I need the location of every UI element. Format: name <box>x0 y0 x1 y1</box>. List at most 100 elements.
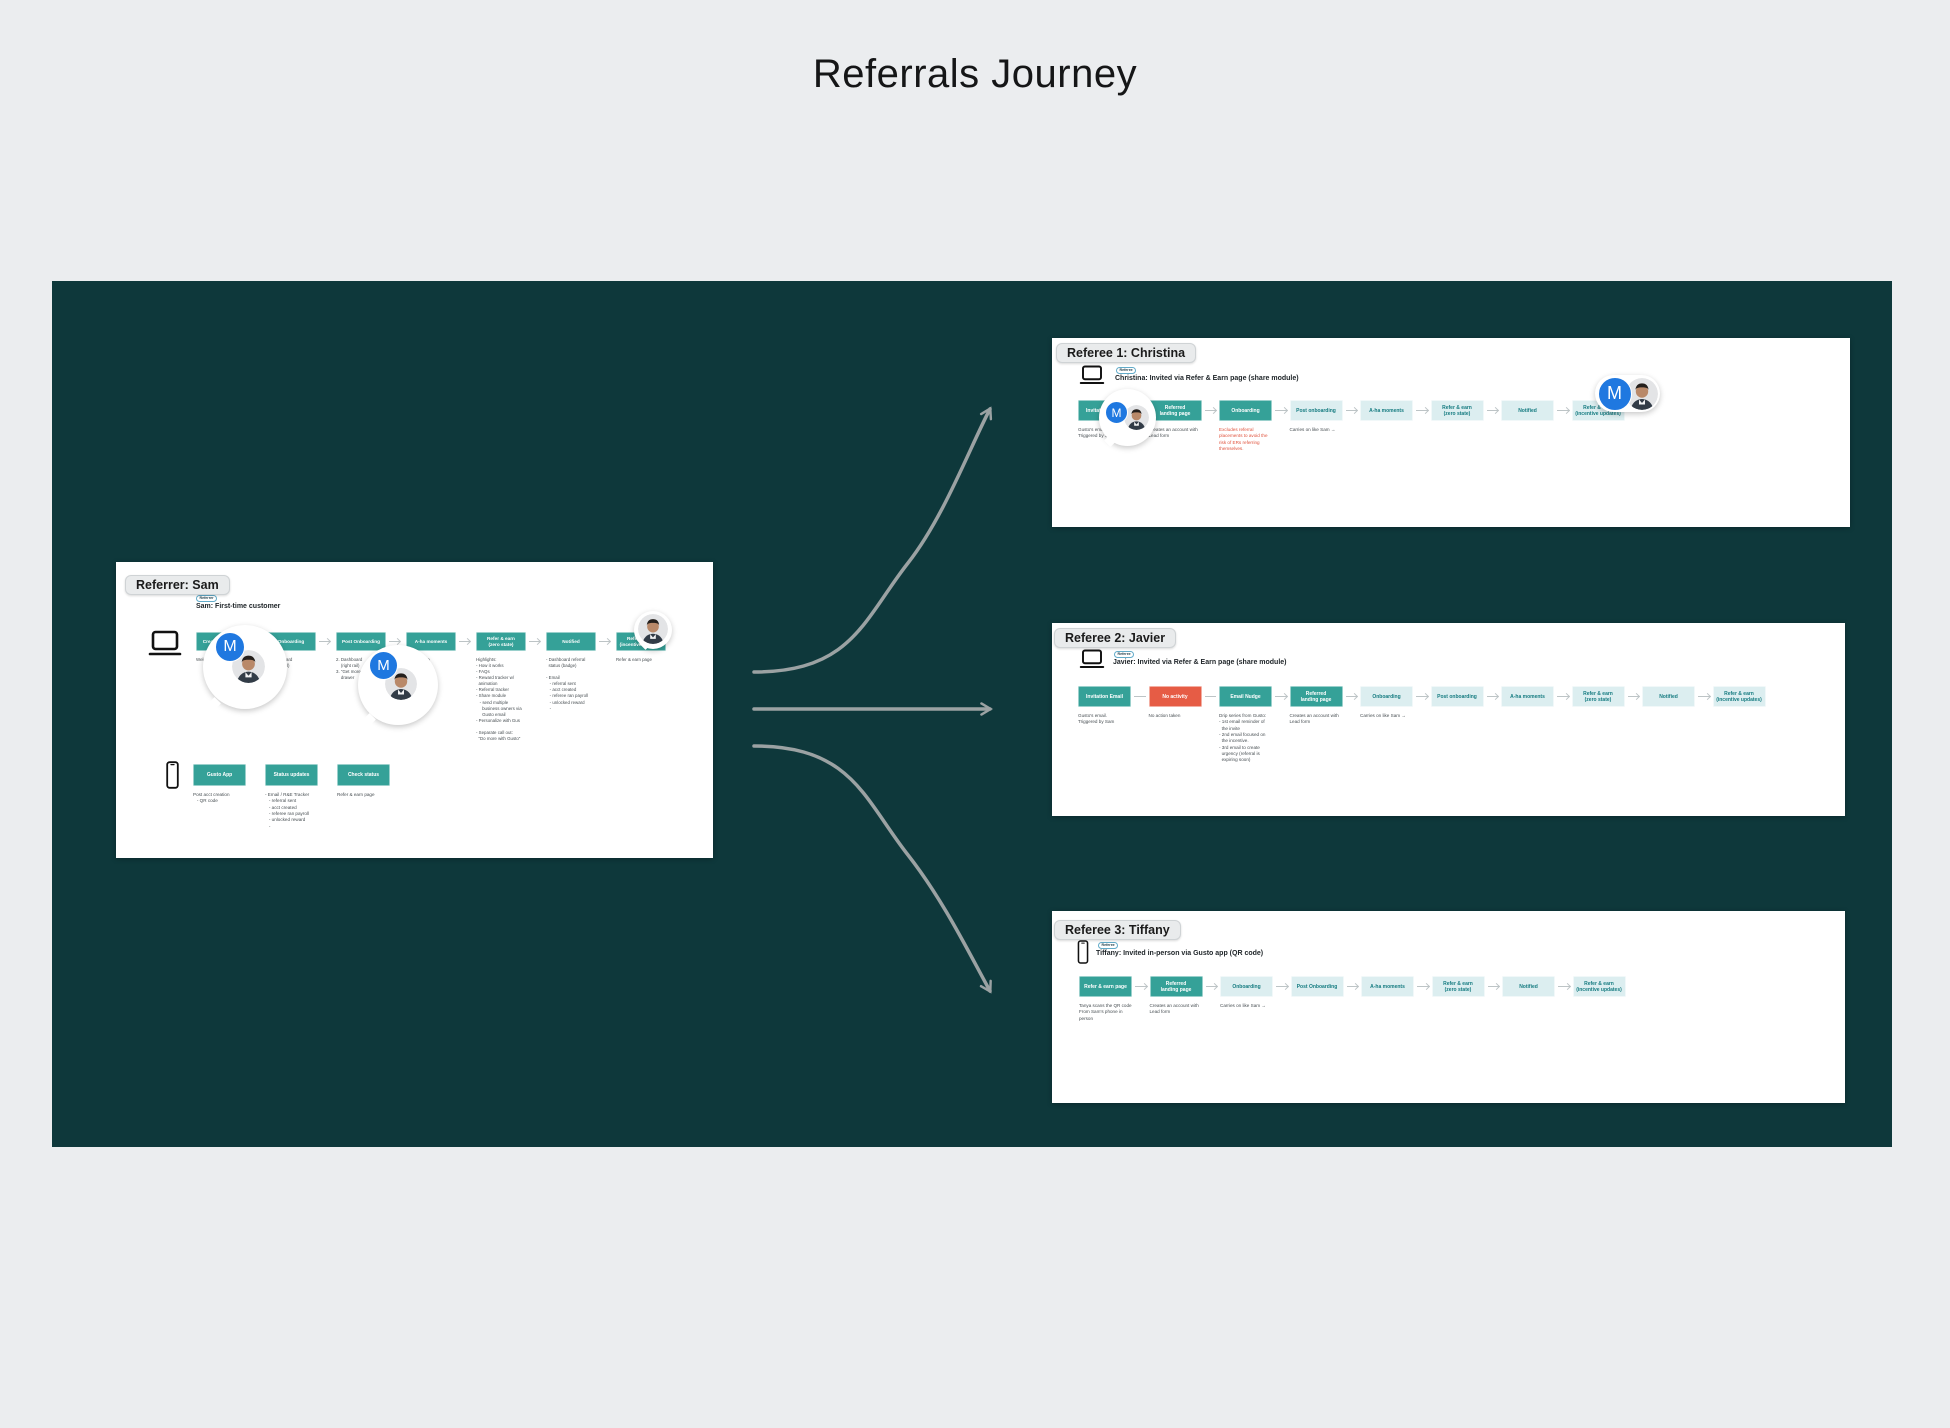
referee-3-tiffany-card[interactable]: Referee 3: Tiffany Referee Tiffany: Invi… <box>1052 911 1845 1103</box>
flow-step-box[interactable]: Refer & earn (zero state) <box>476 632 526 651</box>
flow-step-box[interactable]: Onboarding <box>1360 686 1413 707</box>
step-note: Creates an account with Lead form <box>1289 713 1339 725</box>
flow-step: Refer & earn (zero state) Highlights: - … <box>476 632 546 741</box>
flow-step: Post Onboarding 2. Dashboard (right rail… <box>336 632 406 680</box>
section-label-referee-3[interactable]: Referee 3: Tiffany <box>1054 920 1181 940</box>
step-arrow-icon <box>1416 696 1428 697</box>
flow-step-box[interactable]: Refer & earn page <box>1079 976 1132 997</box>
flow-step: Refer & earn (zero state) <box>1571 686 1643 707</box>
page-title: Referrals Journey <box>812 52 1138 96</box>
step-arrow-icon <box>389 641 400 642</box>
flow-step: Notified <box>1642 686 1713 707</box>
collaborator-avatar-bubble[interactable]: M <box>1099 389 1156 446</box>
flow-connector-arrows <box>752 406 993 994</box>
step-note: Gusto's email. Triggered by Sam <box>1078 713 1115 725</box>
flow-step-box[interactable]: Post Onboarding <box>336 632 386 651</box>
section-label-referee-1[interactable]: Referee 1: Christina <box>1056 343 1197 363</box>
flow-step-box[interactable]: Notified <box>546 632 596 651</box>
referrer-tag: Referrer <box>196 595 217 603</box>
flow-step-box[interactable]: Referred landing page <box>1148 400 1202 421</box>
user-m-avatar[interactable]: M <box>1105 401 1128 424</box>
flow-step-box[interactable]: Status updates <box>265 764 318 786</box>
flow-step-box[interactable]: Refer & earn (incentive updates) <box>1572 976 1626 997</box>
referee-tag: Referee <box>1116 367 1137 375</box>
flow-step-box[interactable]: Onboarding <box>1219 400 1272 421</box>
step-note: Creates an account with Lead form <box>1148 427 1198 439</box>
user-photo-avatar[interactable] <box>1124 405 1149 430</box>
flow-step-box-alert[interactable]: No activity <box>1148 686 1202 707</box>
laptop-icon <box>148 630 182 656</box>
flow-step-box[interactable]: Post onboarding <box>1430 686 1484 707</box>
section-label-referrer-sam[interactable]: Referrer: Sam <box>125 575 230 595</box>
journey-section-canvas[interactable]: Referrer: Sam Referrer Sam: First-time c… <box>52 281 1892 1147</box>
flow-step: No activity No action taken <box>1148 686 1220 718</box>
step-arrow-icon <box>1486 410 1498 411</box>
collaborator-avatar-bubble[interactable] <box>634 611 672 649</box>
flow-step: Onboarding Excludes referral placements … <box>1219 400 1290 451</box>
laptop-icon <box>1079 365 1105 384</box>
flow-step-box[interactable]: Post onboarding <box>1289 400 1343 421</box>
flow-step: Onboarding Carries on like Sam → <box>1360 686 1431 718</box>
step-arrow-icon <box>599 641 610 642</box>
arrow-to-referee-3[interactable] <box>752 744 992 994</box>
flow-step-box[interactable]: Onboarding <box>1220 976 1273 997</box>
flow-step-box[interactable]: Email Nudge <box>1219 686 1272 707</box>
step-arrow-icon <box>1276 986 1288 987</box>
flow-step: Notified <box>1502 976 1573 997</box>
flow-step-box[interactable]: Notified <box>1501 400 1554 421</box>
step-arrow-icon <box>1416 410 1428 411</box>
phone-icon <box>1077 940 1089 964</box>
flow-step-box[interactable]: Gusto App <box>193 764 246 786</box>
step-arrow-icon <box>1204 410 1216 411</box>
flow-step-box[interactable]: Notified <box>1502 976 1555 997</box>
flow-step: Notified - Dashboard referral status (ba… <box>546 632 616 711</box>
referee-1-christina-card[interactable]: Referee 1: Christina Referee Christina: … <box>1052 338 1850 527</box>
tiffany-heading: Tiffany: Invited in-person via Gusto app… <box>1096 950 1264 957</box>
flow-step-box[interactable]: Refer & earn (zero state) <box>1431 976 1485 997</box>
christina-flow: Invitation Email Gusto's email. Triggere… <box>1078 400 1642 451</box>
flow-step-box[interactable]: Referred landing page <box>1149 976 1203 997</box>
referrer-sam-card[interactable]: Referrer: Sam Referrer Sam: First-time c… <box>116 562 713 858</box>
collaborator-avatar-bubble[interactable]: M <box>358 645 438 725</box>
phone-icon <box>166 761 179 789</box>
user-m-avatar[interactable]: M <box>369 651 398 680</box>
flow-step: Invitation Email Gusto's email. Triggere… <box>1078 686 1149 724</box>
step-note: No action taken <box>1148 713 1181 718</box>
javier-heading: Javier: Invited via Refer & Earn page (s… <box>1113 659 1287 666</box>
flow-step-box[interactable]: Refer & earn (zero state) <box>1571 686 1625 707</box>
flow-step-box[interactable]: Invitation Email <box>1078 686 1131 707</box>
step-arrow-icon <box>529 641 540 642</box>
sam-heading: Sam: First-time customer <box>196 603 281 610</box>
user-m-avatar[interactable]: M <box>1597 376 1632 411</box>
flow-step-box[interactable]: Referred landing page <box>1289 686 1343 707</box>
flow-step-box[interactable]: A-ha moments <box>1501 686 1554 707</box>
step-warning-note: Excludes referral placements to avoid th… <box>1219 427 1268 451</box>
step-note: Tanya scans the QR code From Sam's phone… <box>1079 1003 1132 1021</box>
flow-step-box[interactable]: Post Onboarding <box>1290 976 1344 997</box>
collaborator-avatar-bubble[interactable]: M <box>203 625 287 709</box>
user-photo-avatar[interactable] <box>1626 377 1658 410</box>
flow-step-box[interactable]: Refer & earn (zero state) <box>1430 400 1484 421</box>
user-m-avatar[interactable]: M <box>215 632 245 662</box>
flow-step: Onboarding Carries on like Sam → <box>1220 976 1291 1008</box>
step-note: Creates an account with Lead form <box>1149 1003 1199 1015</box>
collaborator-avatar-pair-bubble[interactable]: M <box>1595 375 1660 412</box>
flow-step-box[interactable]: Refer & earn (incentive updates) <box>1712 686 1766 707</box>
user-photo-avatar[interactable] <box>638 614 668 644</box>
flow-step-box[interactable]: A-ha moments <box>1361 976 1414 997</box>
step-arrow-icon <box>1346 986 1358 987</box>
tiffany-flow: Refer & earn page Tanya scans the QR cod… <box>1079 976 1643 1021</box>
laptop-icon <box>1079 649 1105 668</box>
referee-2-javier-card[interactable]: Referee 2: Javier Referee Javier: Invite… <box>1052 623 1845 816</box>
arrow-to-referee-1[interactable] <box>752 406 993 674</box>
flow-step-box[interactable]: A-ha moments <box>1360 400 1413 421</box>
flow-step-box[interactable]: Notified <box>1642 686 1695 707</box>
step-note: Refer & earn page <box>616 657 652 662</box>
step-arrow-icon <box>1486 696 1498 697</box>
step-arrow-icon <box>1557 410 1569 411</box>
flow-step: Status updates - Email / R&E Tracker - r… <box>265 764 337 829</box>
flow-step-box[interactable]: A-ha moments <box>406 632 456 651</box>
section-label-referee-2[interactable]: Referee 2: Javier <box>1054 628 1177 648</box>
step-note: Drip series from Gusto: - 1st email remi… <box>1219 713 1267 763</box>
flow-step-box[interactable]: Check status <box>337 764 390 786</box>
